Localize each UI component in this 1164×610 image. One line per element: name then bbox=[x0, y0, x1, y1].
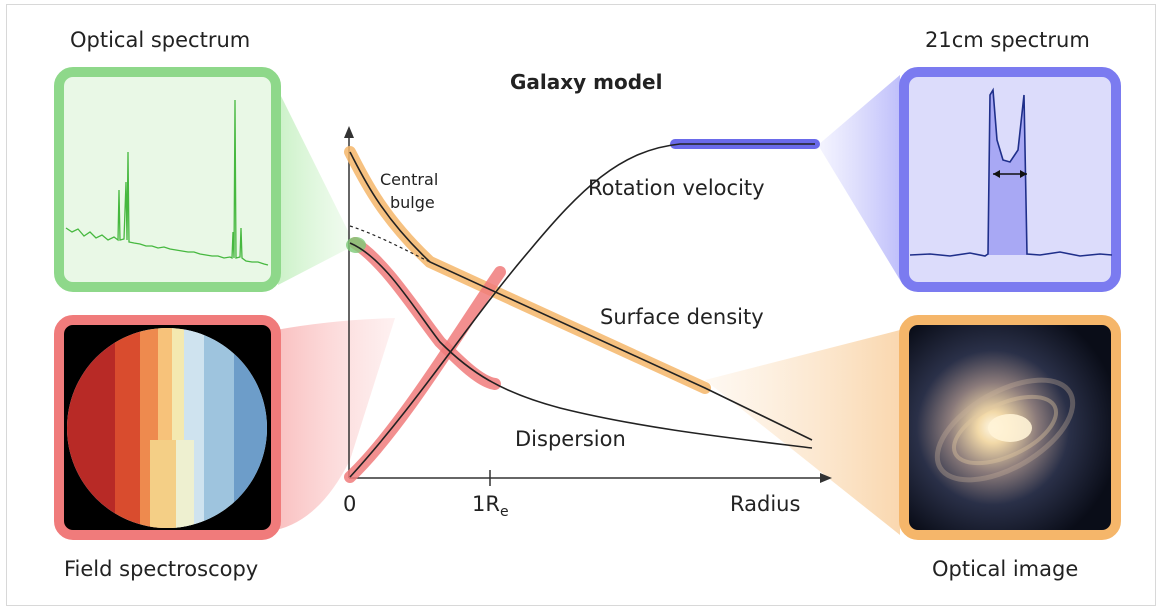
diagram-title: Galaxy model bbox=[510, 70, 663, 94]
field-spectroscopy-label: Field spectroscopy bbox=[64, 557, 259, 581]
galaxy-core-glow bbox=[988, 414, 1032, 442]
bulge-extrapolation bbox=[349, 225, 431, 263]
spectrum-21cm-panel bbox=[899, 67, 1121, 292]
optical-spectrum-panel bbox=[54, 67, 281, 292]
rotation-velocity-label: Rotation velocity bbox=[588, 176, 765, 200]
re-label-main: 1R bbox=[472, 492, 500, 516]
surface-density-curve bbox=[349, 151, 813, 441]
x-axis-arrowhead bbox=[820, 473, 832, 483]
origin-label: 0 bbox=[343, 492, 357, 516]
y-axis-arrowhead bbox=[344, 126, 354, 138]
optical-spectrum-line bbox=[65, 99, 269, 266]
optical-image-label: Optical image bbox=[932, 557, 1079, 581]
surface-density-label: Surface density bbox=[600, 305, 764, 329]
hi-profile-fill bbox=[988, 90, 1027, 255]
dispersion-curve bbox=[349, 242, 813, 449]
red-connector bbox=[276, 318, 395, 530]
field-spectroscopy-panel bbox=[54, 315, 281, 540]
radius-axis-label: Radius bbox=[730, 492, 801, 516]
figure-frame bbox=[6, 4, 1156, 606]
rotation-velocity-curve bbox=[349, 143, 815, 478]
central-bulge-label-line1: Central bbox=[380, 170, 439, 189]
hi-profile-line bbox=[909, 87, 1113, 257]
spectrum-21cm-label: 21cm spectrum bbox=[925, 28, 1090, 52]
central-bulge-label-line2: bulge bbox=[390, 193, 435, 212]
rise-highlight bbox=[344, 266, 506, 483]
blue-connector bbox=[818, 75, 900, 280]
re-label: 1Re bbox=[472, 492, 509, 520]
re-label-subscript: e bbox=[499, 504, 509, 521]
green-connector bbox=[278, 90, 355, 285]
orange-connector bbox=[705, 330, 900, 535]
optical-image-panel bbox=[899, 315, 1121, 540]
optical-spectrum-label: Optical spectrum bbox=[70, 28, 251, 52]
dispersion-label: Dispersion bbox=[515, 427, 626, 451]
